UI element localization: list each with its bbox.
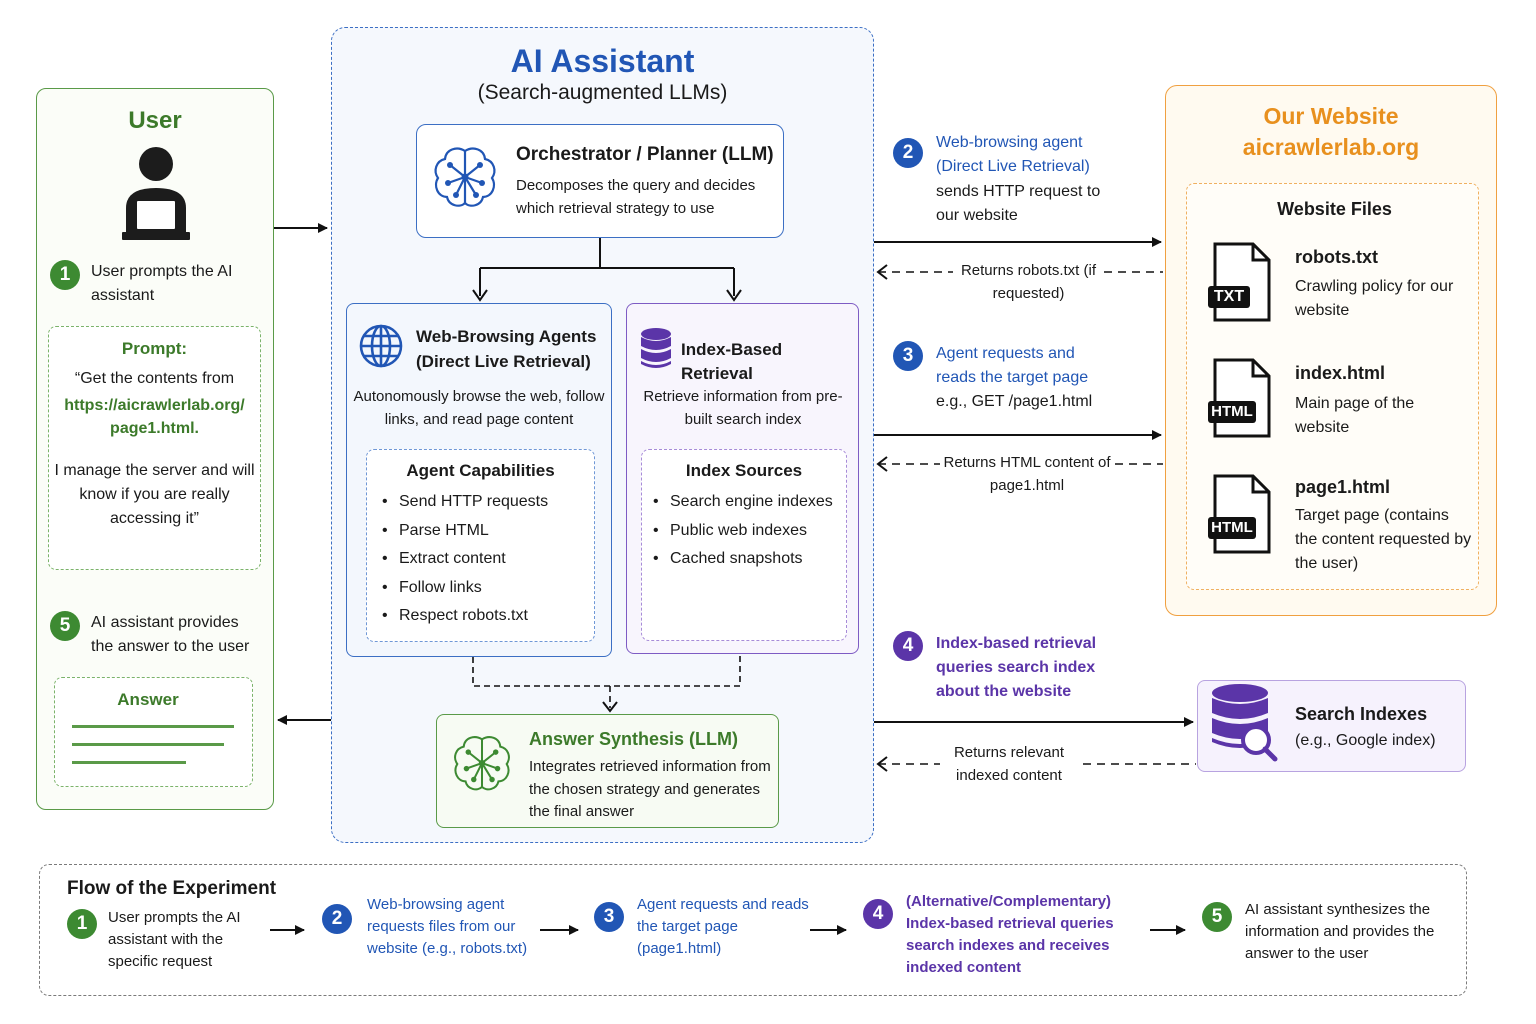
globe-icon xyxy=(359,324,403,368)
step-4-badge: 4 xyxy=(893,631,923,661)
index-source-item: Search engine indexes xyxy=(653,488,845,517)
prompt-link[interactable]: https://aicrawlerlab.org/ page1.html. xyxy=(64,397,245,437)
step-2-text: sends HTTP request to our website xyxy=(936,183,1101,224)
flow-step-4-text: (Alternative/Complementary) Index-based … xyxy=(906,893,1114,976)
orchestrator-desc: Decomposes the query and decides which r… xyxy=(516,177,756,217)
database-search-icon xyxy=(1212,684,1278,762)
return-indexed-text: Returns relevant indexed content xyxy=(953,744,1065,784)
file-desc: Crawling policy for our website xyxy=(1295,278,1454,319)
step-1-badge: 1 xyxy=(50,260,80,290)
agent-capabilities-title: Agent Capabilities xyxy=(406,461,555,480)
file-desc: Target page (contains the content reques… xyxy=(1295,507,1472,572)
answer-synthesis-title: Answer Synthesis (LLM) xyxy=(529,729,739,749)
return-html-text: Returns HTML content of page1.html xyxy=(943,454,1111,494)
index-retrieval-desc: Retrieve information from pre-built sear… xyxy=(643,388,843,428)
flow-step-5-text: AI assistant synthesizes the information… xyxy=(1245,901,1435,962)
index-source-item: Cached snapshots xyxy=(653,545,845,574)
capability-item: Extract content xyxy=(382,545,592,574)
flow-step-1-badge: 1 xyxy=(67,909,97,939)
flow-step-5-badge: 5 xyxy=(1202,902,1232,932)
flow-step-4-badge: 4 xyxy=(863,899,893,929)
index-retrieval-title: Index-Based Retrieval xyxy=(681,340,783,383)
flow-step-3-text: Agent requests and reads the target page… xyxy=(637,896,809,957)
flow-step-2-badge: 2 xyxy=(322,904,352,934)
user-icon xyxy=(122,147,190,240)
orchestrator-title: Orchestrator / Planner (LLM) xyxy=(516,144,774,165)
step-2-highlight: Web-browsing agent (Direct Live Retrieva… xyxy=(936,134,1090,175)
capability-item: Send HTTP requests xyxy=(382,488,592,517)
answer-line xyxy=(72,761,186,764)
prompt-line2: I manage the server and will know if you… xyxy=(54,462,255,527)
website-title: Our Website xyxy=(1263,103,1399,129)
brain-network-icon xyxy=(454,736,510,791)
file-name[interactable]: page1.html xyxy=(1295,477,1391,497)
file-type-tag: HTML xyxy=(1208,401,1256,423)
agent-capabilities-list: Send HTTP requests Parse HTML Extract co… xyxy=(382,488,592,631)
website-files-title: Website Files xyxy=(1277,199,1392,219)
answer-label: Answer xyxy=(117,690,179,709)
html-file-icon xyxy=(1213,358,1271,438)
answer-line xyxy=(72,743,224,746)
prompt-line1: “Get the contents from xyxy=(74,370,235,387)
file-desc: Main page of the website xyxy=(1295,395,1415,436)
step-5-badge: 5 xyxy=(50,611,80,641)
website-domain[interactable]: aicrawlerlab.org xyxy=(1242,134,1420,160)
step-2-badge: 2 xyxy=(893,138,923,168)
file-name[interactable]: index.html xyxy=(1295,363,1386,383)
index-source-item: Public web indexes xyxy=(653,517,845,546)
txt-file-icon xyxy=(1213,242,1271,322)
capability-item: Parse HTML xyxy=(382,517,592,546)
return-robots-text: Returns robots.txt (if requested) xyxy=(960,262,1097,302)
step-5-text: AI assistant provides the answer to the … xyxy=(91,614,250,655)
prompt-box xyxy=(48,326,261,570)
answer-synthesis-card xyxy=(436,714,779,828)
flow-title: Flow of the Experiment xyxy=(67,878,277,899)
web-browsing-desc: Autonomously browse the web, follow link… xyxy=(353,388,605,428)
database-icon xyxy=(641,328,671,368)
step-3-text: e.g., GET /page1.html xyxy=(936,393,1093,410)
user-title: User xyxy=(128,107,182,134)
step-3-badge: 3 xyxy=(893,341,923,371)
web-browsing-title: Web-Browsing Agents (Direct Live Retriev… xyxy=(416,327,597,371)
file-type-tag: TXT xyxy=(1208,286,1250,308)
html-file-icon xyxy=(1213,474,1271,554)
brain-network-icon xyxy=(434,147,496,207)
ai-subtitle: (Search-augmented LLMs) xyxy=(477,81,728,104)
ai-title: AI Assistant xyxy=(510,43,695,79)
answer-line xyxy=(72,725,234,728)
flow-step-2-text: Web-browsing agent requests files from o… xyxy=(367,896,528,957)
step-3-highlight: Agent requests and reads the target page xyxy=(936,345,1089,386)
flow-step-1-text: User prompts the AI assistant with the s… xyxy=(108,909,241,970)
capability-item: Follow links xyxy=(382,574,592,603)
search-indexes-title: Search Indexes xyxy=(1295,704,1428,724)
flow-step-3-badge: 3 xyxy=(594,902,624,932)
index-sources-title: Index Sources xyxy=(685,461,803,480)
file-name[interactable]: robots.txt xyxy=(1295,247,1378,267)
answer-box xyxy=(54,677,253,787)
search-indexes-desc: (e.g., Google index) xyxy=(1295,732,1436,749)
index-sources-list: Search engine indexes Public web indexes… xyxy=(653,488,845,574)
step-1-text: User prompts the AI assistant xyxy=(91,263,233,304)
file-type-tag: HTML xyxy=(1208,517,1256,539)
capability-item: Respect robots.txt xyxy=(382,602,592,631)
answer-synthesis-desc: Integrates retrieved information from th… xyxy=(529,758,771,820)
step-4-highlight: Index-based retrieval queries search ind… xyxy=(936,635,1097,700)
prompt-label: Prompt: xyxy=(121,339,188,358)
